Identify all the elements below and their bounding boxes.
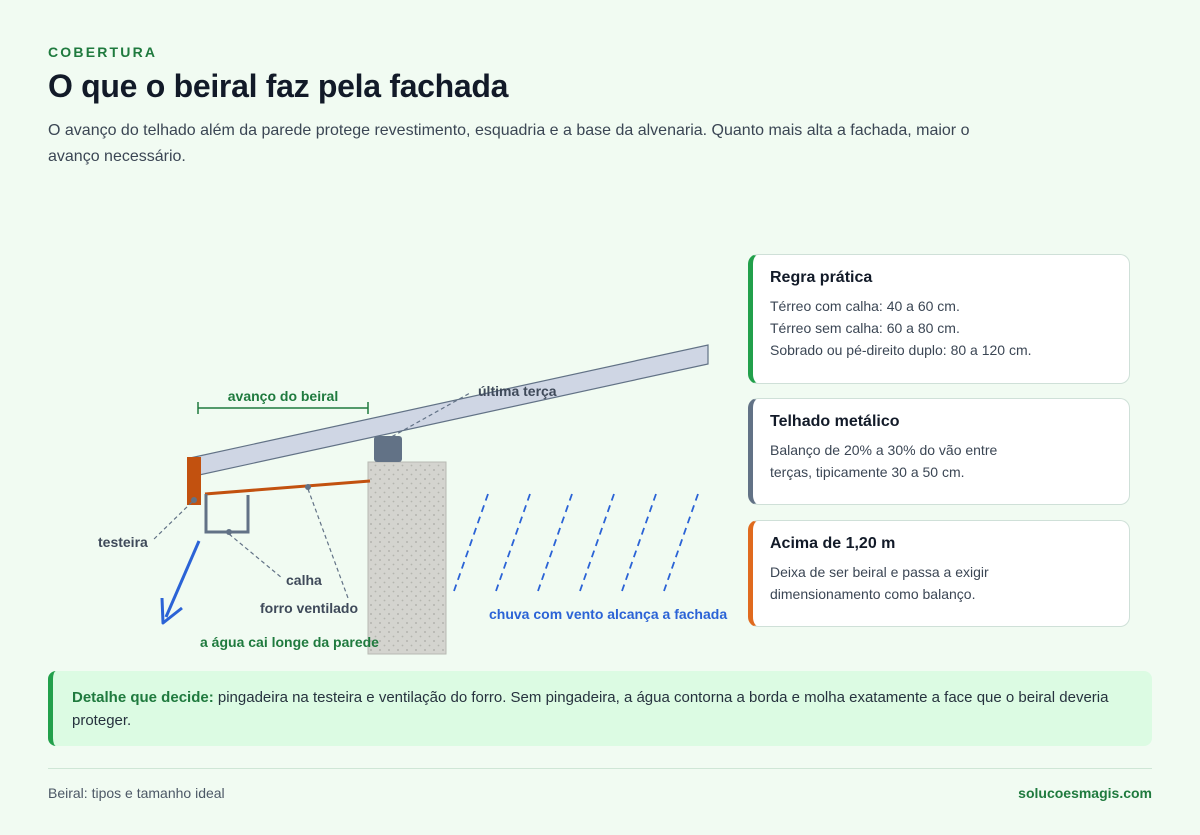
rain-streak bbox=[537, 493, 573, 592]
water-falls-label: a água cai longe da parede bbox=[200, 634, 379, 650]
card-line: Balanço de 20% a 30% do vão entre bbox=[770, 442, 998, 458]
callout-text: pingadeira na testeira e ventilação do f… bbox=[72, 689, 1109, 729]
last-purlin-label: última terça bbox=[478, 383, 557, 399]
fascia-board bbox=[187, 457, 201, 505]
gutter-label: calha bbox=[286, 572, 322, 588]
water-arrow-shaft bbox=[164, 540, 201, 618]
card-title: Regra prática bbox=[770, 269, 873, 286]
card-line: Sobrado ou pé-direito duplo: 80 a 120 cm… bbox=[770, 342, 1032, 358]
fascia-leader bbox=[151, 501, 193, 542]
wind-rain-label: chuva com vento alcança a fachada bbox=[489, 606, 727, 622]
roof-panel bbox=[189, 344, 709, 478]
gutter-leader bbox=[228, 533, 283, 579]
footer-site-link[interactable]: solucoesmagis.com bbox=[1018, 785, 1152, 801]
rain-streak bbox=[495, 493, 531, 592]
gutter-point bbox=[226, 529, 232, 535]
card-title: Acima de 1,20 m bbox=[770, 535, 896, 552]
soffit-leader bbox=[307, 488, 349, 599]
card-line: dimensionamento como balanço. bbox=[770, 586, 976, 602]
rain-streak bbox=[453, 493, 489, 592]
page-title: O que o beiral faz pela fachada bbox=[48, 68, 509, 104]
card-title: Telhado metálico bbox=[770, 413, 900, 430]
purlin-leader bbox=[385, 392, 471, 441]
lead-paragraph: O avanço do telhado além da parede prote… bbox=[48, 122, 970, 165]
rain-streak bbox=[579, 493, 615, 592]
rain-streak bbox=[663, 493, 699, 592]
card-line: Térreo com calha: 40 a 60 cm. bbox=[770, 298, 960, 314]
footer-article-title: Beiral: tipos e tamanho ideal bbox=[48, 785, 225, 801]
card-rule-of-thumb: Regra prática Térreo com calha: 40 a 60 … bbox=[748, 254, 1130, 384]
card-above-limit: Acima de 1,20 m Deixa de ser beiral e pa… bbox=[748, 520, 1130, 627]
fascia-drip-point bbox=[191, 497, 197, 503]
callout-lead: Detalhe que decide: bbox=[72, 689, 214, 706]
eave-diagram: avanço do beiral última terça testeira c… bbox=[98, 344, 727, 655]
water-arrow-head bbox=[160, 597, 183, 625]
card-metal-roof: Telhado metálico Balanço de 20% a 30% do… bbox=[748, 398, 1130, 505]
masonry-wall bbox=[367, 461, 447, 655]
soffit-label: forro ventilado bbox=[260, 600, 358, 616]
soffit-line bbox=[204, 479, 371, 496]
footer-divider bbox=[48, 768, 1152, 769]
card-line: Deixa de ser beiral e passa a exigir bbox=[770, 564, 989, 580]
last-purlin bbox=[374, 436, 402, 462]
fascia-label: testeira bbox=[98, 534, 148, 550]
rain-streak bbox=[621, 493, 657, 592]
card-line: Térreo sem calha: 60 a 80 cm. bbox=[770, 320, 960, 336]
detail-callout: Detalhe que decide: pingadeira na testei… bbox=[48, 671, 1152, 746]
gutter-profile bbox=[204, 494, 250, 534]
overhang-label: avanço do beiral bbox=[228, 388, 338, 404]
wind-rain bbox=[453, 493, 699, 592]
card-line: terças, tipicamente 30 a 50 cm. bbox=[770, 464, 965, 480]
eyebrow-label: COBERTURA bbox=[48, 44, 158, 60]
soffit-point bbox=[305, 484, 311, 490]
